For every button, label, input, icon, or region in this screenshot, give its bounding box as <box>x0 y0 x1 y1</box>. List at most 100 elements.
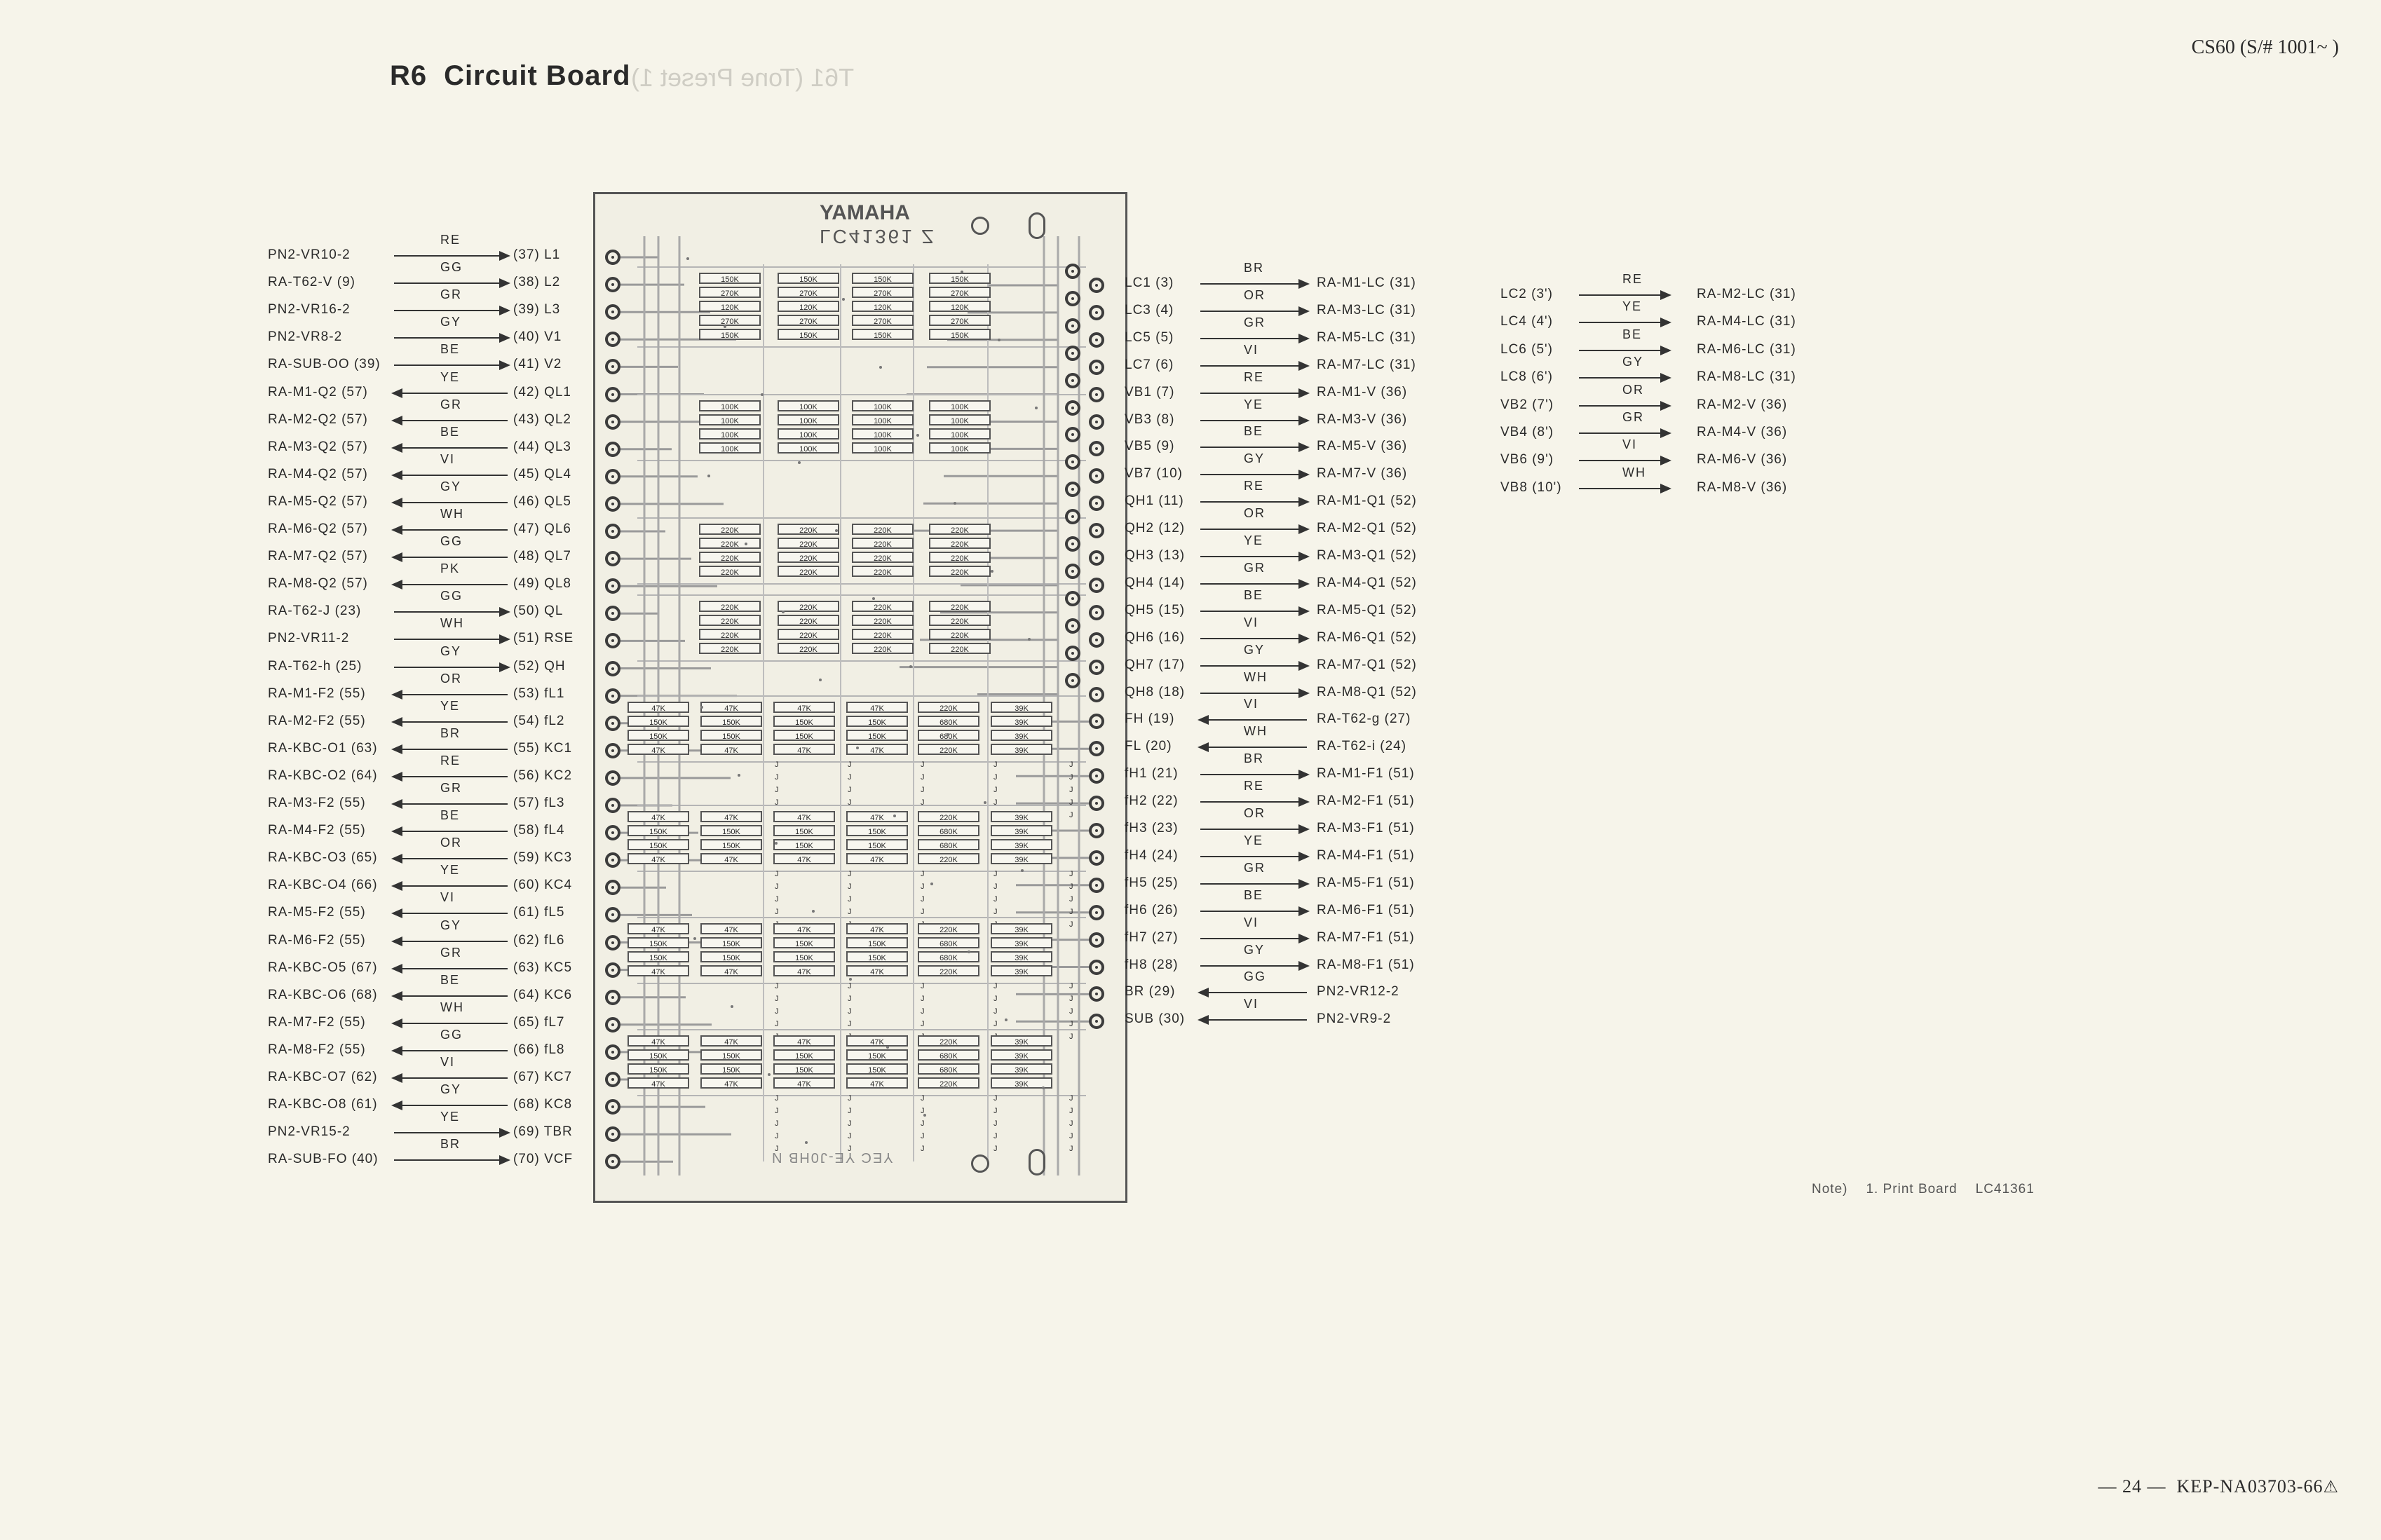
resistor: 220K <box>699 643 761 654</box>
board-pad-right <box>1089 304 1104 320</box>
resistor: 150K <box>700 937 762 948</box>
right-wire-dest: RA-T62-g (27) <box>1317 711 1411 727</box>
right-wire-dest: RA-M1-Q1 (52) <box>1317 493 1417 509</box>
resistor: 47K <box>773 1077 835 1089</box>
left-wire-dest: PN2-VR8-2 <box>268 329 343 345</box>
resistor: 120K <box>699 301 761 312</box>
jumper: J <box>848 798 852 807</box>
resistor: 220K <box>778 566 839 577</box>
resistor: 47K <box>628 744 689 755</box>
left-wire-line <box>391 1018 508 1028</box>
board-pad-left <box>605 359 620 375</box>
far-right-wire-color: GY <box>1622 355 1644 369</box>
board-pad-left <box>605 1016 620 1033</box>
resistor: 270K <box>699 315 761 326</box>
left-wire-line <box>394 306 510 316</box>
jumper: J <box>1069 920 1073 929</box>
left-wire-pin: (41) V2 <box>513 357 562 372</box>
jumper: J <box>1069 1020 1073 1028</box>
left-wire-color: GG <box>440 589 463 604</box>
board-pad-right <box>1089 332 1104 348</box>
jumper: J <box>921 798 925 807</box>
left-wire-pin: (49) QL8 <box>513 576 571 592</box>
left-wire-pin: (50) QL <box>513 604 564 619</box>
left-wire-line <box>394 360 510 371</box>
resistor: 220K <box>918 853 979 864</box>
right-wire-dest: RA-M1-V (36) <box>1317 384 1408 400</box>
far-right-wire-line <box>1579 428 1671 438</box>
board-pad-right <box>1089 468 1104 484</box>
left-wire-line <box>391 580 508 590</box>
right-wire-color: VI <box>1244 697 1259 711</box>
jumper: J <box>775 761 779 769</box>
resistor: 220K <box>929 566 991 577</box>
via <box>819 679 822 681</box>
resistor: 150K <box>628 937 689 948</box>
far-right-wire-dest: RA-M8-LC (31) <box>1697 369 1796 385</box>
resistor: 150K <box>846 730 908 741</box>
board-pad-left <box>605 1126 620 1143</box>
jumper: J <box>993 883 998 891</box>
right-wire-color: BE <box>1244 587 1264 602</box>
far-right-wire-dest: RA-M8-V (36) <box>1697 479 1788 495</box>
left-wire-pin: (66) fL8 <box>513 1042 565 1057</box>
far-right-wire-pin: VB6 (9') <box>1500 452 1554 468</box>
right-wire-dest: RA-M4-F1 (51) <box>1317 847 1415 863</box>
via <box>805 1141 808 1144</box>
jumper: J <box>775 870 779 878</box>
far-right-wire-dest: RA-M2-V (36) <box>1697 397 1788 412</box>
via <box>693 937 696 940</box>
resistor: 150K <box>846 825 908 836</box>
resistor: 39K <box>991 853 1052 864</box>
far-right-wire-pin: VB2 (7') <box>1500 397 1554 412</box>
resistor: 220K <box>699 538 761 549</box>
resistor: 220K <box>918 965 979 976</box>
jumper: J <box>993 1007 998 1016</box>
jumper: J <box>775 982 779 990</box>
left-wire-line <box>391 1073 508 1083</box>
right-wire-pin: QH6 (16) <box>1125 629 1186 645</box>
resistor: 39K <box>991 937 1052 948</box>
left-wire-pin: (61) fL5 <box>513 905 565 920</box>
resistor: 270K <box>852 315 914 326</box>
jumper: J <box>921 1145 925 1153</box>
board-pad-right <box>1089 386 1104 402</box>
jumper: J <box>1069 1007 1073 1016</box>
jumper: J <box>993 773 998 782</box>
right-wire-color: RE <box>1244 369 1265 384</box>
left-wire-pin: (65) fL7 <box>513 1014 565 1030</box>
left-wire-dest: RA-T62-V (9) <box>268 275 355 290</box>
far-right-wire-pin: LC6 (5') <box>1500 341 1553 357</box>
resistor: 150K <box>773 1049 835 1061</box>
left-wire-line <box>391 388 508 398</box>
board-pad-left <box>605 989 620 1005</box>
jumper: J <box>775 908 779 916</box>
resistor: 47K <box>773 702 835 713</box>
jumper: J <box>993 1132 998 1140</box>
jumper: J <box>921 786 925 794</box>
resistor: 47K <box>700 1035 762 1047</box>
resistor: 47K <box>773 744 835 755</box>
board-pad-right <box>1089 414 1104 430</box>
jumper: J <box>921 1094 925 1103</box>
right-wire-color: GY <box>1244 942 1266 957</box>
right-wire-pin: fH3 (23) <box>1125 821 1179 836</box>
left-wire-line <box>391 826 508 837</box>
resistor: 47K <box>628 1077 689 1089</box>
jumper: J <box>993 1119 998 1128</box>
via <box>923 1114 926 1117</box>
left-wire-color: BE <box>440 808 461 823</box>
left-wire-dest: RA-KBC-O1 (63) <box>268 740 378 756</box>
resistor: 150K <box>846 937 908 948</box>
right-wire-line <box>1200 442 1310 453</box>
left-wire-pin: (38) L2 <box>513 275 561 290</box>
far-right-wire-line <box>1579 290 1671 300</box>
jumper: J <box>1069 1094 1073 1103</box>
left-wire-pin: (60) KC4 <box>513 878 573 893</box>
jumper: J <box>921 908 925 916</box>
resistor: 120K <box>929 301 991 312</box>
via <box>686 257 689 260</box>
resistor: 39K <box>991 811 1052 822</box>
right-wire-line <box>1200 770 1310 780</box>
right-wire-pin: VB1 (7) <box>1125 384 1175 400</box>
